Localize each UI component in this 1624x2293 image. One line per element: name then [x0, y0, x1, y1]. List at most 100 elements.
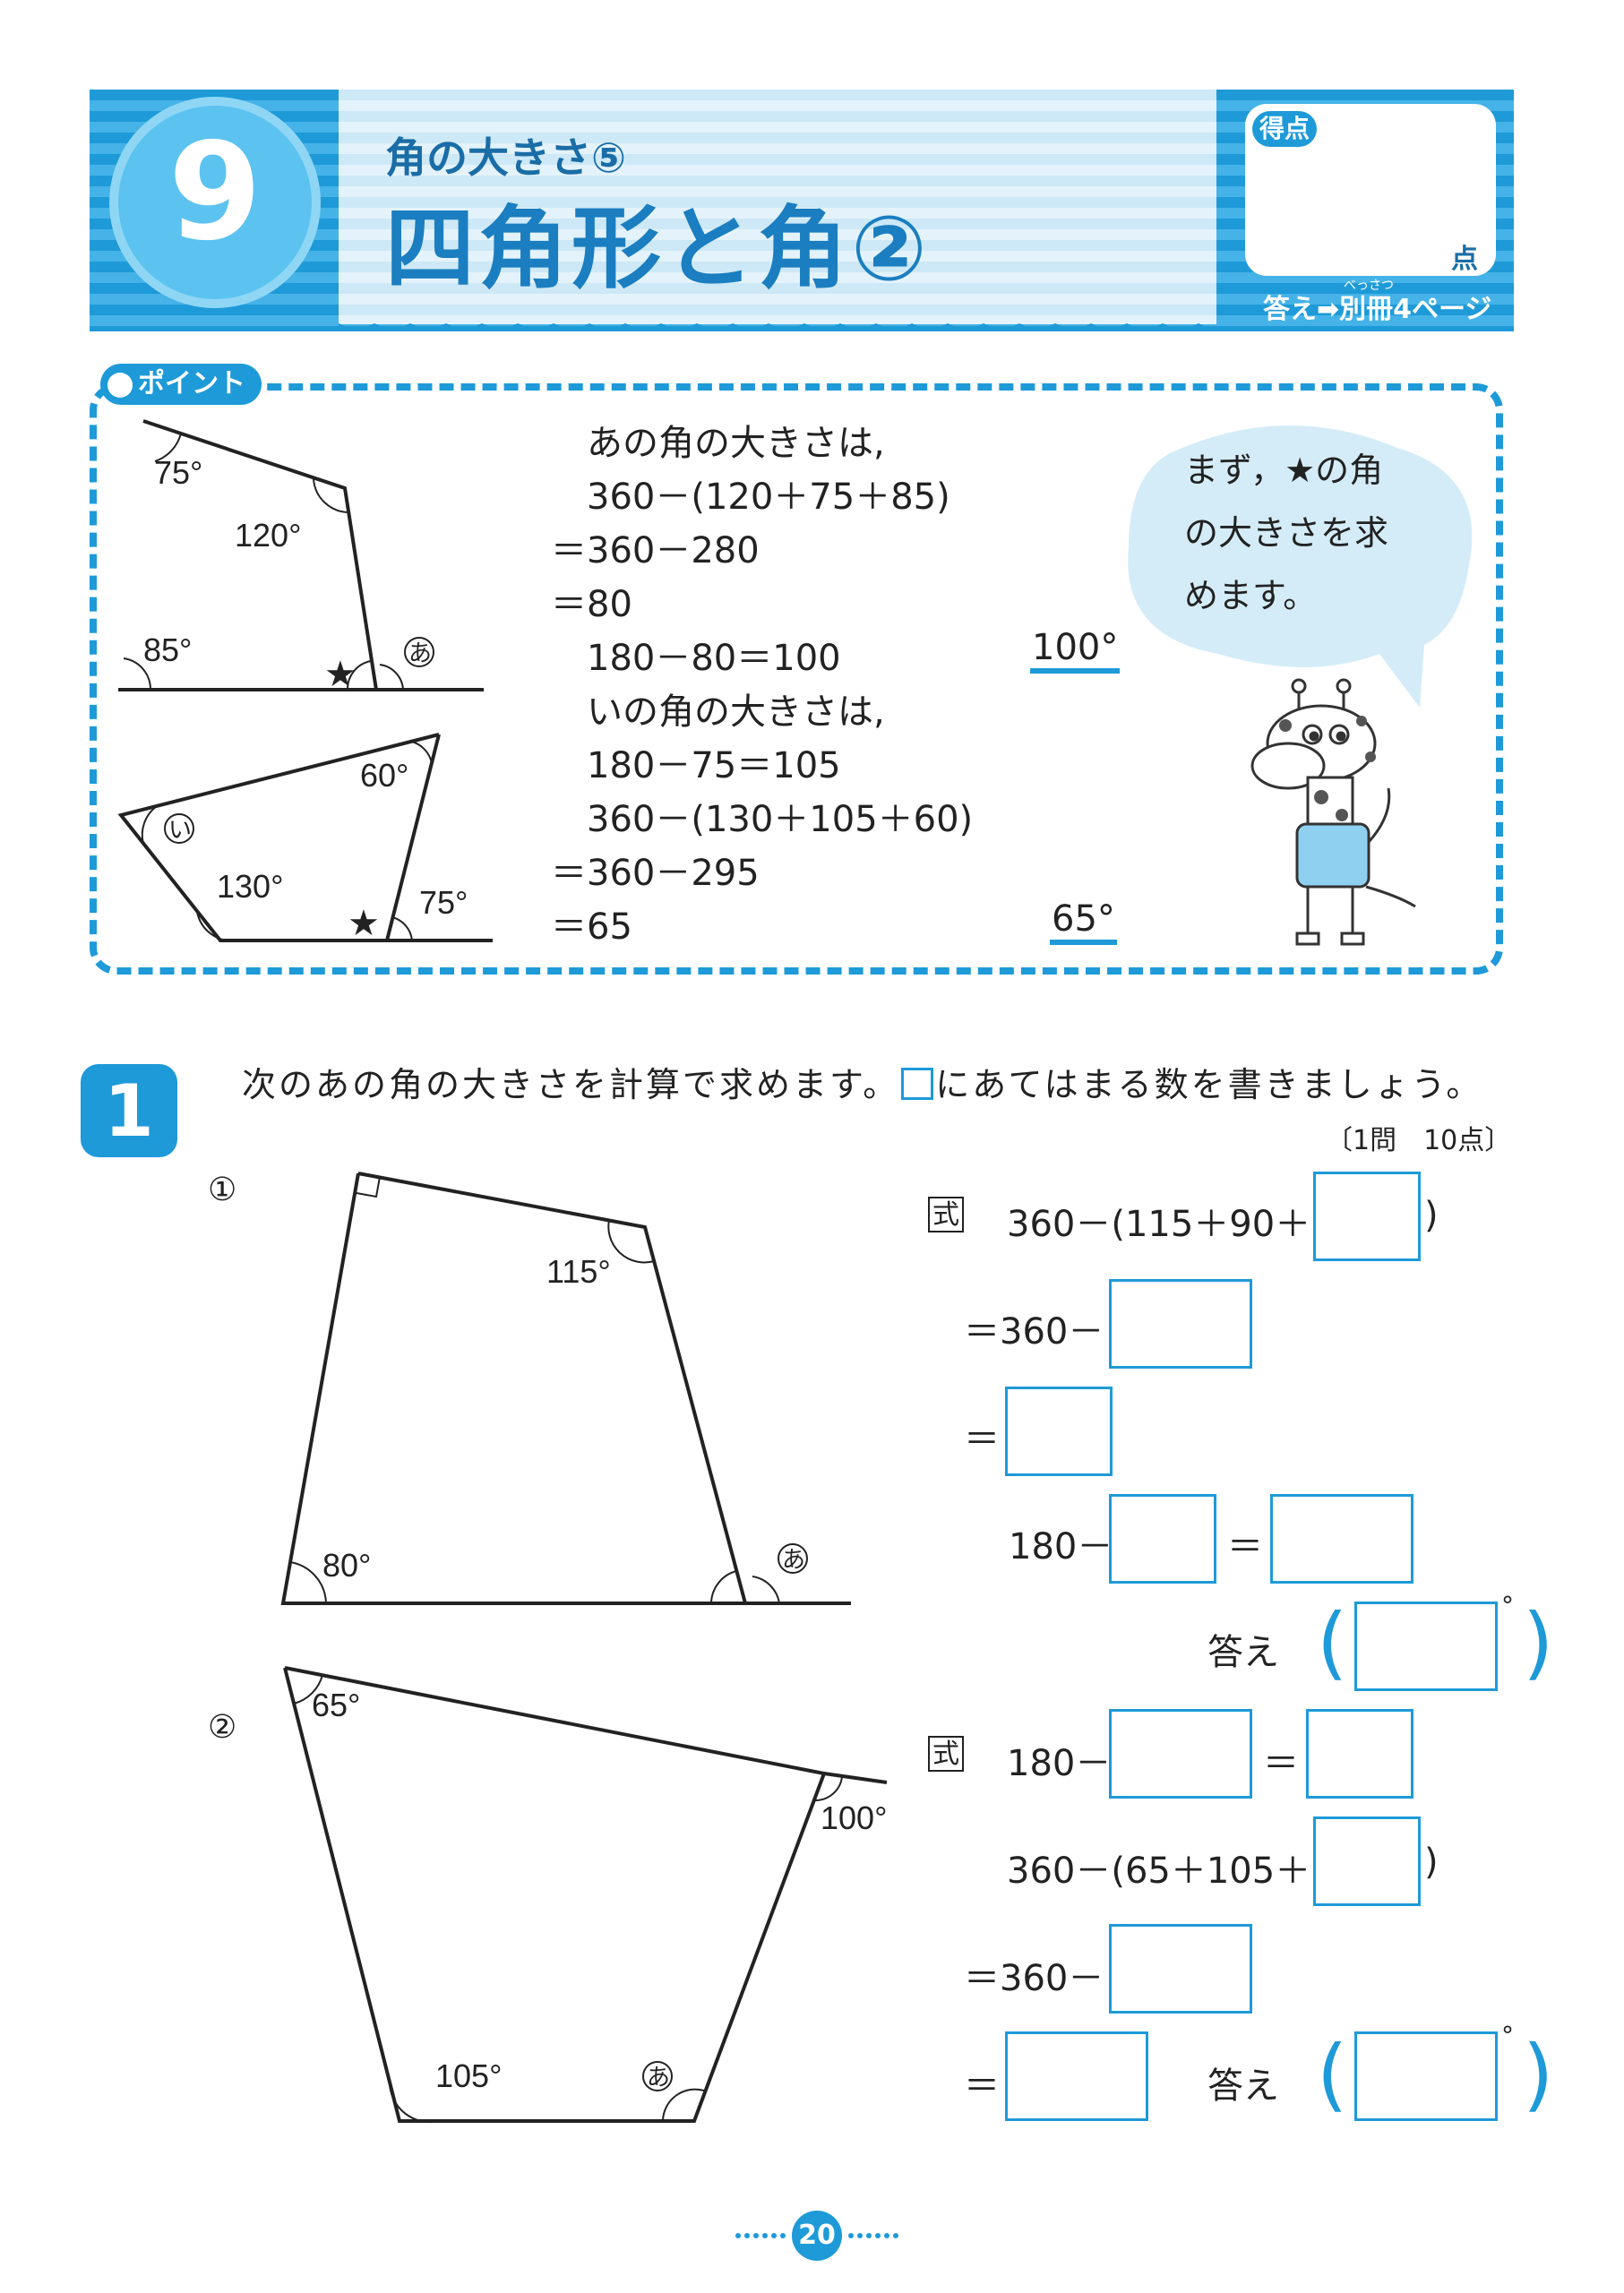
point-box — [90, 383, 1503, 975]
degree-symbol: ° — [1501, 1591, 1514, 1620]
calc-line: いの角の大きさは, — [551, 691, 885, 733]
quad-p1 — [280, 1172, 748, 1605]
p2-angle-100: 100° — [821, 1799, 887, 1836]
fig2-angle-75: 75° — [419, 884, 468, 921]
speech-line: の大きさを求 — [1184, 513, 1389, 553]
point-answer-2: 65° — [1050, 898, 1117, 945]
p1-line1-close: ) — [1424, 1195, 1439, 1236]
calc-line: 180－75＝105 — [551, 745, 841, 786]
p2-blank-3[interactable] — [1313, 1816, 1421, 1906]
speech-text: まず，★の角 の大きさを求 めます。 — [1184, 439, 1388, 627]
star-icon: ★ — [324, 655, 357, 694]
p1-blank-5[interactable] — [1270, 1494, 1413, 1584]
question-number: 1 — [104, 1069, 154, 1153]
answer-ruby: べっさつ — [1344, 279, 1394, 293]
lesson-number: 9 — [168, 115, 262, 271]
speech-line: めます。 — [1184, 576, 1318, 615]
p2-blank-2[interactable] — [1306, 1709, 1413, 1799]
fig1-angle-120: 120° — [235, 517, 301, 554]
p1-angle-80: 80° — [322, 1547, 371, 1584]
fig1-angle-85: 85° — [143, 631, 192, 668]
header-title-area — [339, 90, 1216, 324]
lesson-subtitle: 角の大きさ⑤ — [385, 133, 626, 182]
giraffe-mascot-icon — [1250, 678, 1416, 946]
quad-p2 — [283, 1666, 827, 2123]
point-label-text: ポイント — [138, 368, 245, 399]
calc-line: ＝360－295 — [551, 853, 760, 894]
header-zigzag — [339, 323, 1216, 331]
paren-close: ) — [1523, 1596, 1554, 1688]
p2-mark-a: あ — [647, 2064, 670, 2091]
instruction-text: にあてはまる数を書きましょう。 — [935, 1065, 1483, 1104]
point-label: ポイント — [100, 364, 262, 405]
footer-dots — [735, 2233, 898, 2238]
point-answer-1: 100° — [1030, 627, 1121, 674]
page-number: 20 — [792, 2211, 842, 2261]
instruction-text: 次のあの角の大きさを計算で求めます。 — [242, 1065, 900, 1104]
p2-blank-1[interactable] — [1109, 1709, 1252, 1799]
point-calculation: あの角の大きさは, 360－(120＋75＋85) ＝360－280 ＝80 1… — [551, 417, 973, 954]
shiki-label: 式 — [928, 1197, 964, 1232]
p2-line1-eq: ＝ — [1263, 1743, 1299, 1784]
fig1-mark-a: あ — [408, 640, 432, 666]
p2-answer-box[interactable] — [1354, 2031, 1498, 2121]
calc-line: 180－80＝100 — [551, 638, 841, 679]
speech-bubble — [1128, 425, 1473, 708]
fig1-angle-75: 75° — [154, 454, 202, 491]
paren-open: ( — [1317, 1596, 1348, 1688]
calc-line: あの角の大きさは, — [551, 423, 885, 464]
degree-symbol: ° — [1501, 2021, 1514, 2050]
p2-line4: ＝ — [964, 2065, 1000, 2107]
p2-line2: 360－(65＋105＋ — [1007, 1851, 1311, 1892]
fig2-angle-60: 60° — [360, 757, 408, 794]
p1-line4-eq: ＝ — [1227, 1526, 1263, 1567]
p2-angle-65: 65° — [312, 1687, 360, 1723]
page-title: 四角形と角② — [385, 196, 931, 301]
p1-line1: 360－(115＋90＋ — [1007, 1204, 1311, 1245]
star-icon-2: ★ — [348, 904, 380, 943]
p2-blank-4[interactable] — [1109, 1924, 1252, 2014]
calc-line: ＝360－280 — [551, 530, 760, 571]
problem-1-label: ① — [208, 1172, 237, 1208]
quad-p2-extension — [823, 1772, 888, 1784]
p1-blank-3[interactable] — [1005, 1387, 1113, 1476]
p1-blank-4[interactable] — [1109, 1494, 1216, 1584]
paren-open: ( — [1317, 2028, 1348, 2120]
fig2-angle-130: 130° — [217, 868, 283, 905]
p2-blank-5[interactable] — [1005, 2031, 1148, 2121]
p1-line2: ＝360－ — [964, 1311, 1104, 1353]
p1-line3: ＝ — [964, 1419, 1000, 1460]
calc-line: 360－(130＋105＋60) — [551, 799, 974, 840]
question-badge — [81, 1064, 177, 1157]
calc-line: 360－(120＋75＋85) — [551, 477, 950, 518]
lightbulb-icon — [107, 372, 133, 398]
question-instruction: 次のあの角の大きさを計算で求めます。にあてはまる数を書きましょう。 — [242, 1057, 1482, 1106]
p1-angle-115: 115° — [546, 1253, 611, 1290]
score-label: 得点 — [1252, 111, 1317, 147]
speech-line: まず，★の角 — [1184, 451, 1384, 490]
blank-box-icon — [901, 1068, 934, 1100]
lesson-number-circle — [109, 97, 321, 308]
p2-line1: 180－ — [1007, 1743, 1112, 1784]
p1-blank-2[interactable] — [1109, 1279, 1252, 1369]
p1-answer-box[interactable] — [1354, 1602, 1498, 1691]
answer-reference: 答え➡別冊4ページ — [1263, 294, 1492, 325]
point-figures: 75° 120° 85° ★ あ 60° い 130° ★ 75° — [117, 419, 493, 943]
quad-2 — [117, 733, 441, 942]
p2-angle-105: 105° — [435, 2057, 502, 2094]
calc-line: ＝80 — [551, 584, 632, 625]
quad-1 — [118, 419, 379, 691]
p1-mark-a: あ — [782, 1546, 805, 1573]
shiki-label: 式 — [928, 1736, 964, 1772]
p2-line3: ＝360－ — [964, 1958, 1104, 1999]
calc-line: ＝65 — [551, 906, 632, 948]
fig2-mark-i: い — [168, 816, 192, 843]
problem-figures: 115° 80° あ 65° 100° 105° あ — [280, 1172, 888, 2124]
p2-answer-label: 答え — [1207, 2065, 1279, 2107]
p1-blank-1[interactable] — [1313, 1172, 1421, 1261]
score-unit: 点 — [1451, 244, 1478, 275]
p2-line2-close: ) — [1424, 1842, 1439, 1883]
problem-2-label: ② — [208, 1709, 237, 1746]
p1-answer-label: 答え — [1207, 1632, 1279, 1673]
p1-line4: 180－ — [1009, 1526, 1113, 1567]
